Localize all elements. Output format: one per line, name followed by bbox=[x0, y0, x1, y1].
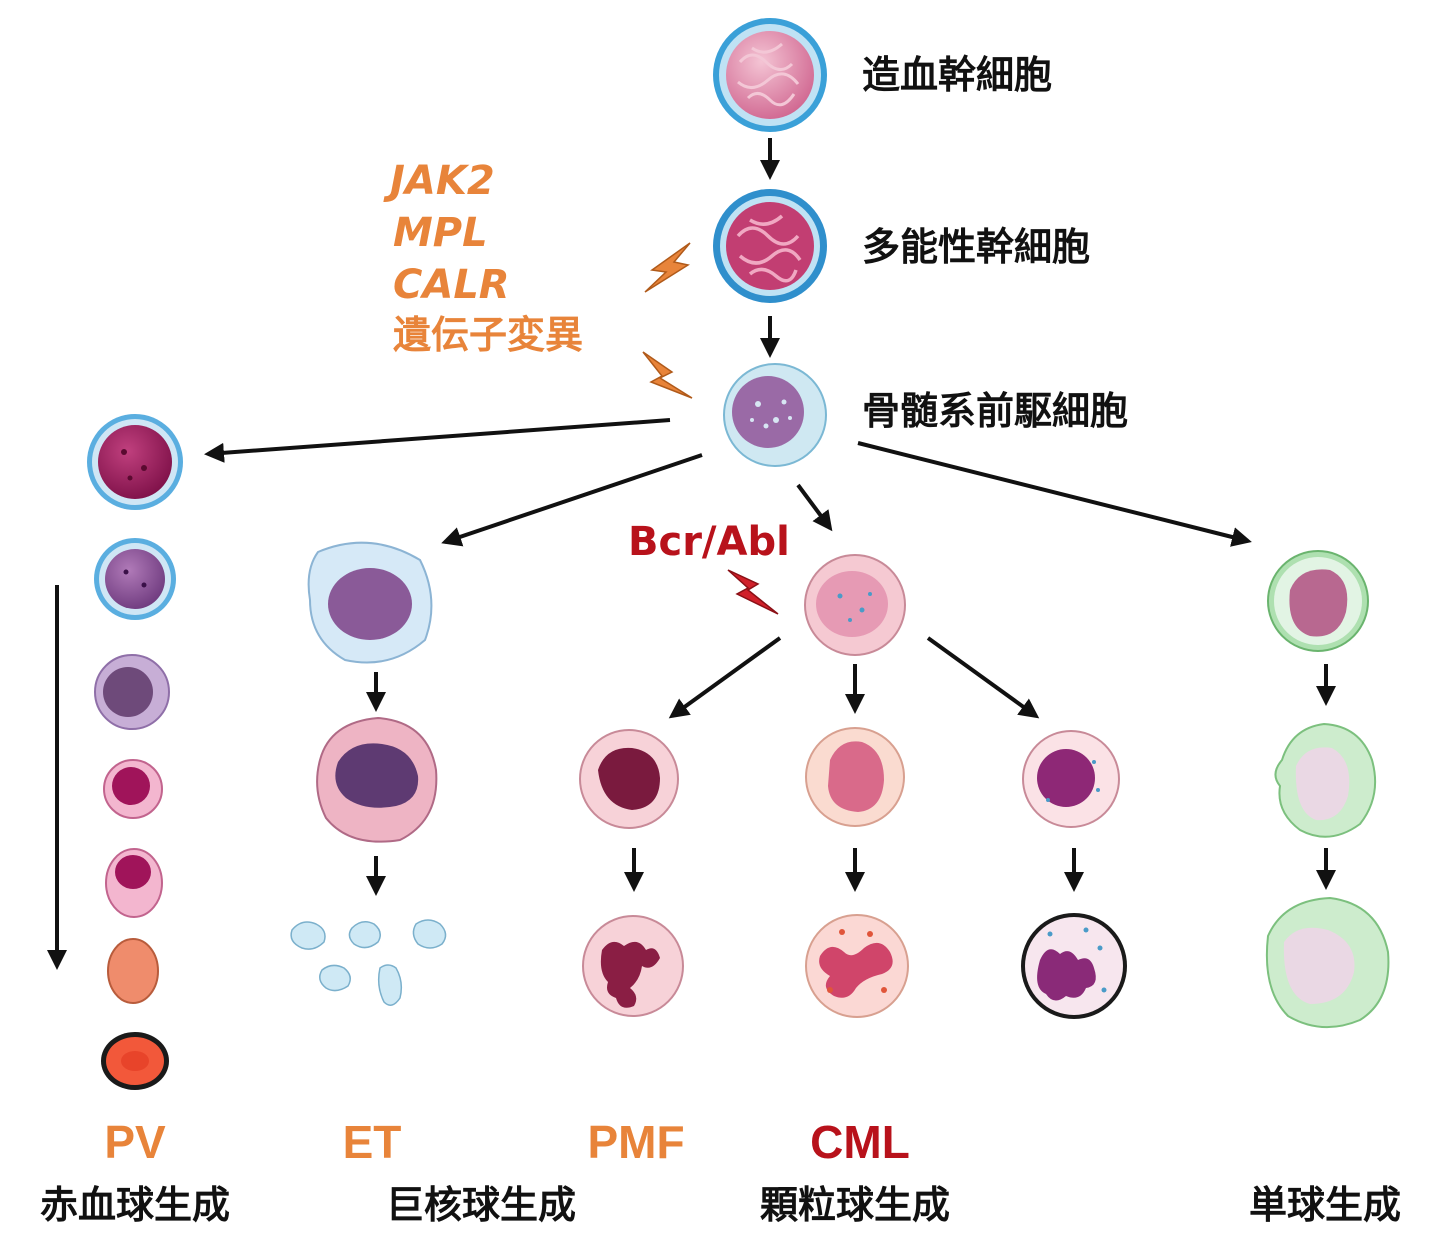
myeloblast-cell-icon bbox=[804, 554, 906, 656]
arrow-icon bbox=[668, 636, 782, 719]
disease-label-et: ET bbox=[343, 1116, 402, 1168]
lightning-bolt-icon bbox=[644, 242, 691, 293]
promonocyte-cell-icon bbox=[1274, 722, 1377, 838]
disease-label-cml: CML bbox=[810, 1116, 910, 1168]
eosinophil-cell-icon bbox=[1021, 913, 1127, 1019]
megakaryoblast-cell-icon bbox=[307, 541, 433, 664]
erythroid-cell-icon bbox=[87, 414, 183, 510]
stage-label-mpp: 多能性幹細胞 bbox=[862, 225, 1091, 269]
lineage-label-granulo: 顆粒球生成 bbox=[760, 1183, 950, 1227]
monoblast-cell-icon bbox=[1267, 550, 1369, 652]
erythroid-cell-icon bbox=[103, 759, 163, 819]
stage-label-hsc: 造血幹細胞 bbox=[862, 53, 1053, 97]
basophil-cell-icon bbox=[582, 915, 684, 1017]
neutrophil-precursor-cell-icon bbox=[805, 727, 905, 827]
disease-label-pv: PV bbox=[104, 1116, 166, 1168]
erythroid-cell-icon bbox=[94, 654, 170, 730]
monocyte-cell-icon bbox=[1265, 896, 1390, 1029]
lineage-label-mono: 単球生成 bbox=[1249, 1183, 1401, 1227]
mutation-label-calr: CALR bbox=[393, 262, 510, 308]
mutation-label-suffix: 遺伝子変異 bbox=[393, 313, 584, 357]
lineage-label-erythro: 赤血球生成 bbox=[40, 1183, 230, 1227]
arrow-icon bbox=[796, 483, 833, 532]
mpp-cell-icon bbox=[713, 189, 827, 303]
lightning-bolt-icon bbox=[727, 569, 779, 615]
erythroid-cell-icon bbox=[94, 538, 176, 620]
disease-label-pmf: PMF bbox=[587, 1116, 684, 1168]
arrow-icon bbox=[926, 636, 1040, 719]
reticulocyte-cell-icon bbox=[107, 938, 159, 1004]
mutation-label-mpl: MPL bbox=[393, 210, 488, 256]
lineage-label-mega: 巨核球生成 bbox=[386, 1183, 576, 1227]
megakaryocyte-cell-icon bbox=[316, 716, 438, 843]
stage-label-cmp: 骨髄系前駆細胞 bbox=[862, 389, 1129, 433]
platelet-cell-icon bbox=[290, 919, 447, 1006]
arrow-icon bbox=[857, 441, 1252, 547]
lightning-bolt-icon bbox=[642, 351, 693, 399]
red-blood-cell-icon bbox=[101, 1032, 169, 1090]
mutation-label-bcr-abl: Bcr/Abl bbox=[628, 519, 790, 565]
neutrophil-cell-icon bbox=[805, 914, 909, 1018]
eosinophil-precursor-cell-icon bbox=[1022, 730, 1120, 828]
erythroid-cell-icon bbox=[105, 848, 163, 918]
arrow-icon bbox=[441, 453, 703, 547]
mutation-label-jak2: JAK2 bbox=[390, 158, 495, 204]
cmp-cell-icon bbox=[723, 363, 827, 467]
basophil-precursor-cell-icon bbox=[579, 729, 679, 829]
arrow-icon bbox=[204, 418, 671, 463]
hsc-cell-icon bbox=[713, 18, 827, 132]
